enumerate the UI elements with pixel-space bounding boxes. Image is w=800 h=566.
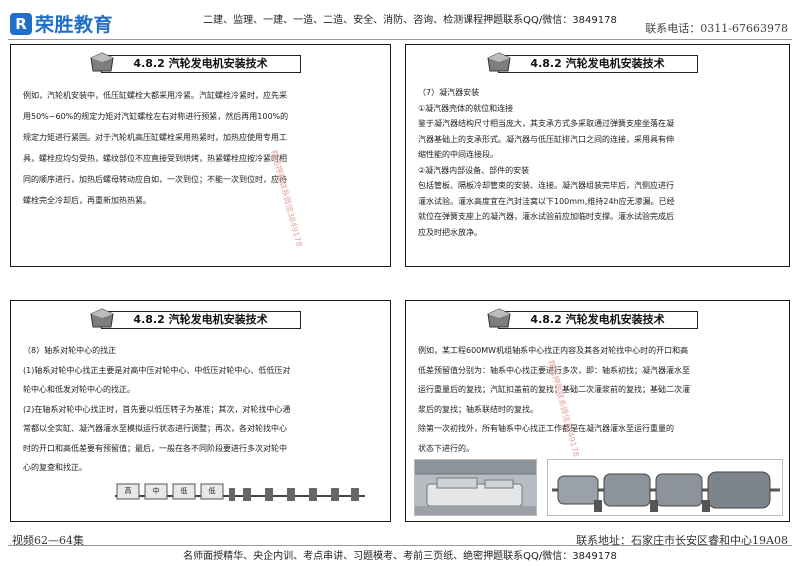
header-banner: 二建、监理、一建、一造、二造、安全、消防、咨询、检测课程押题联系QQ/微信：38…	[203, 15, 617, 26]
slide-body: 例如，汽轮机安装中，低压缸螺栓大都采用冷紧。汽缸螺栓冷紧时，应先采 用50%~6…	[23, 91, 289, 205]
title-gem-icon	[89, 52, 114, 72]
footer-divider	[8, 545, 792, 546]
footer-banner: 名师面授精华、央企内训、考点串讲、习题模考、考前三页纸、绝密押题联系QQ/微信：…	[183, 551, 617, 562]
shaft-system-photo	[547, 459, 783, 516]
rotor-label-high: 高	[125, 486, 132, 495]
slide-2: 4.8.2 汽轮发电机安装技术 （7）凝汽器安装 ①凝汽器壳体的就位和连接 鉴于…	[405, 44, 790, 267]
title-gem-icon	[89, 308, 114, 328]
slide-body: （8）轴系对轮中心的找正 (1)轴系对轮中心找正主要是对高中压对轮中心、中低压对…	[23, 346, 291, 472]
rotor-label-low1: 低	[181, 486, 188, 495]
shaft-alignment-diagram: 高 中 低 低	[115, 483, 365, 501]
turbine-hall-photo	[414, 459, 537, 516]
title-gem-icon	[486, 308, 511, 328]
header-divider	[8, 39, 792, 40]
title-gem-icon	[486, 52, 511, 72]
footer-address: 联系地址：石家庄市长安区睿和中心19A08	[576, 534, 788, 547]
header-phone: 联系电话：0311-67663978	[645, 22, 788, 35]
slide-title: 4.8.2 汽轮发电机安装技术	[89, 52, 301, 75]
slide-1: 4.8.2 汽轮发电机安装技术 例如，汽轮机安装中，低压缸螺栓大都采用冷紧。汽缸…	[10, 44, 391, 267]
slide-title: 4.8.2 汽轮发电机安装技术	[486, 308, 698, 331]
footer-video-range: 视频62—64集	[12, 534, 84, 547]
logo: R 荣胜教育	[10, 10, 113, 37]
rotor-label-low2: 低	[209, 486, 216, 495]
slide-body: 例如，某工程600MW机组轴系中心找正内容及其各对轮找中心时的开口和高 低差预留…	[418, 346, 690, 453]
slide-3: 4.8.2 汽轮发电机安装技术 （8）轴系对轮中心的找正 (1)轴系对轮中心找正…	[10, 300, 391, 522]
slide-title: 4.8.2 汽轮发电机安装技术	[486, 52, 698, 75]
logo-text: 荣胜教育	[35, 14, 114, 36]
slide-title: 4.8.2 汽轮发电机安装技术	[89, 308, 301, 331]
rotor-label-mid: 中	[153, 486, 160, 495]
slide-body: （7）凝汽器安装 ①凝汽器壳体的就位和连接 鉴于凝汽器结构尺寸相当庞大，其支承方…	[418, 88, 675, 237]
slide-4: 4.8.2 汽轮发电机安装技术 例如，某工程600MW机组轴系中心找正内容及其各…	[405, 300, 790, 522]
logo-mark-icon: R	[10, 12, 32, 35]
